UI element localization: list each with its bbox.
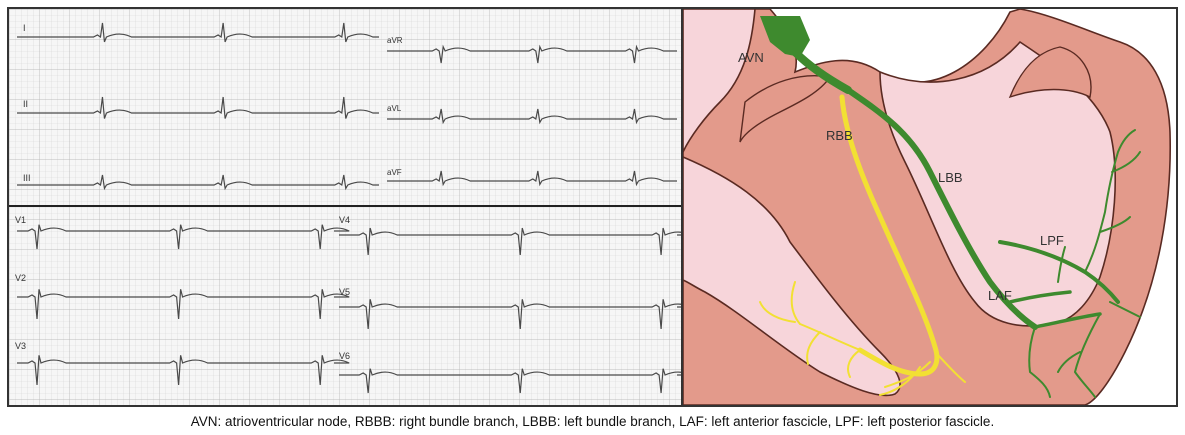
lead-label-V2: V2 [15, 273, 26, 283]
lead-label-aVR: aVR [387, 36, 403, 45]
label-lpf: LPF [1040, 233, 1064, 248]
heart-panel: AVN RBB LBB LPF LAF [683, 7, 1178, 407]
label-laf: LAF [988, 288, 1012, 303]
lead-label-III: III [23, 173, 31, 183]
lead-label-aVF: aVF [387, 168, 402, 177]
lead-label-V1: V1 [15, 215, 26, 225]
figure-caption: AVN: atrioventricular node, RBBB: right … [0, 414, 1185, 429]
lead-label-V5: V5 [339, 287, 350, 297]
label-rbb: RBB [826, 128, 853, 143]
label-lbb: LBB [938, 170, 963, 185]
lead-label-I: I [23, 23, 26, 33]
lead-label-V3: V3 [15, 341, 26, 351]
lead-label-II: II [23, 99, 28, 109]
heart-diagram: AVN RBB LBB LPF LAF [683, 9, 1174, 405]
lead-label-aVL: aVL [387, 104, 402, 113]
lead-label-V4: V4 [339, 215, 350, 225]
label-avn: AVN [738, 50, 764, 65]
ecg-tracing: I II III aVR aVL aVF V1 V2 V3 V4 V5 V6 [9, 9, 681, 405]
ecg-panel: I II III aVR aVL aVF V1 V2 V3 V4 V5 V6 [7, 7, 683, 407]
lead-label-V6: V6 [339, 351, 350, 361]
